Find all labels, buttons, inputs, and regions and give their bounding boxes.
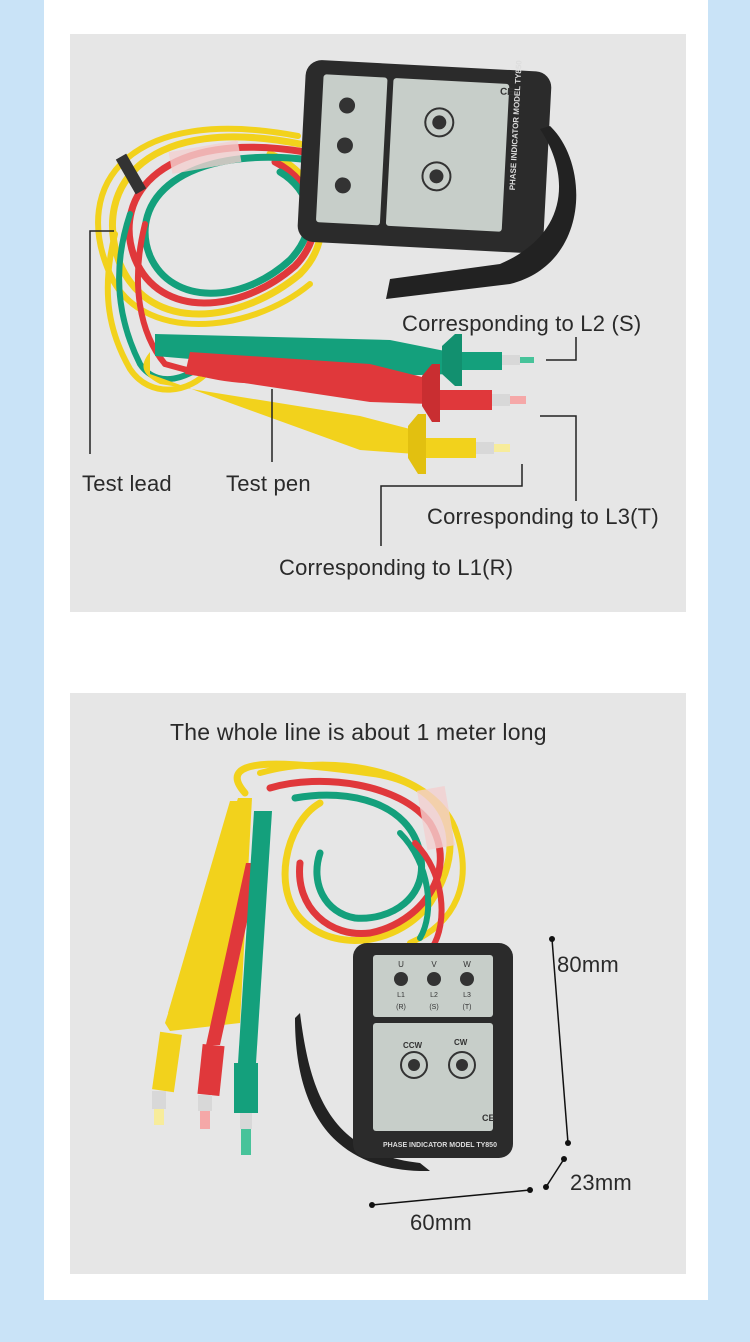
red-test-pen: [185, 352, 526, 422]
phase-indicator-device: PHASE INDICATOR MODEL TY850 CE: [297, 59, 552, 254]
yellow-test-pen: [143, 352, 510, 474]
phase-code-label: (S): [429, 1004, 438, 1011]
phase-letter-label: W: [463, 960, 471, 969]
test-lead-label: Test lead: [82, 471, 172, 496]
phase-letter-label: V: [431, 960, 437, 969]
l3-label: Corresponding to L3(T): [427, 504, 659, 529]
device-model-label-front: PHASE INDICATOR MODEL TY850: [383, 1142, 497, 1149]
phase-line-label: L3: [463, 992, 471, 999]
green-test-pen-vertical: [234, 811, 272, 1155]
test-leads-photo: PHASE INDICATOR MODEL TY850 CE: [89, 59, 577, 546]
depth-dimension-line: [545, 1158, 565, 1188]
height-dimension-label: 80mm: [557, 952, 619, 977]
phase-letter-label: U: [398, 960, 404, 969]
width-dimension-line: [371, 1189, 531, 1206]
width-dimension-label: 60mm: [410, 1210, 472, 1235]
ccw-label: CCW: [403, 1041, 423, 1050]
height-dimension-line: [551, 938, 569, 1144]
dimensions-photo: CCW CW PHASE INDICATOR MODEL TY850 CE U L…: [152, 760, 571, 1208]
cw-label: CW: [454, 1038, 468, 1047]
phase-code-label: (T): [463, 1004, 472, 1011]
cable-length-heading: The whole line is about 1 meter long: [170, 719, 547, 745]
phase-indicator-device-front: CCW CW PHASE INDICATOR MODEL TY850 CE: [353, 943, 513, 1158]
test-leads-diagram-panel: PHASE INDICATOR MODEL TY850 CE Test lead…: [70, 34, 686, 612]
phase-code-label: (R): [396, 1004, 406, 1011]
l1-label: Corresponding to L1(R): [279, 555, 514, 580]
ce-mark-front: CE: [482, 1113, 495, 1123]
depth-dimension-label: 23mm: [570, 1170, 632, 1195]
dimensions-panel: The whole line is about 1 meter long: [70, 693, 686, 1274]
green-test-pen: [155, 334, 534, 386]
ce-mark: CE: [500, 87, 515, 99]
l3-leader-line: [540, 415, 577, 501]
test-pen-label: Test pen: [226, 471, 311, 496]
phase-line-label: L2: [430, 992, 438, 999]
red-test-pen-vertical: [197, 863, 260, 1129]
wrist-strap-2: [295, 1013, 430, 1172]
wrist-strap: [386, 126, 577, 299]
l2-label: Corresponding to L2 (S): [402, 311, 642, 336]
l1-leader-line: [380, 464, 523, 546]
l2-leader-line: [546, 337, 577, 361]
phase-line-label: L1: [397, 992, 405, 999]
test-lead-leader-line: [89, 230, 114, 454]
